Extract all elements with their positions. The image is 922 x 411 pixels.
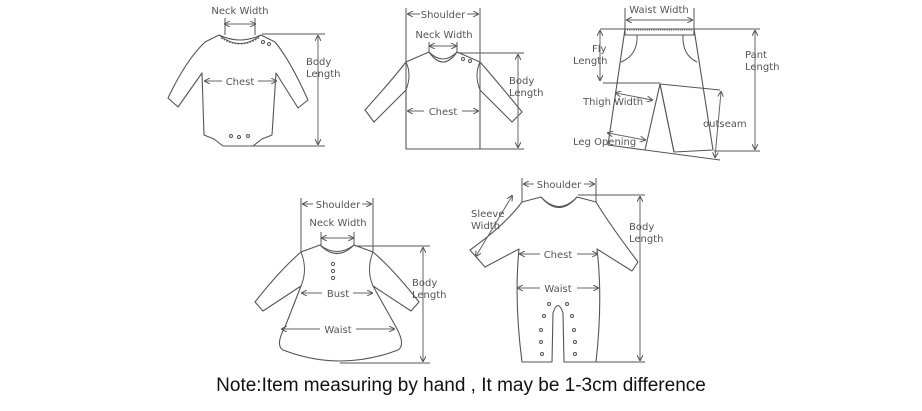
pants-diagram: Waist Width Fly Length Pant Length Thigh… — [573, 5, 780, 161]
waist-width-label: Waist Width — [629, 5, 689, 16]
measurement-note: Note:Item measuring by hand , It may be … — [216, 375, 706, 396]
fly-label: Fly — [592, 44, 607, 55]
top-diagram: Shoulder Neck Width Chest Body Length — [364, 8, 544, 150]
pant-length-label: Length — [745, 62, 780, 73]
dress-diagram: Shoulder Neck Width Bust Waist Body Leng… — [254, 198, 447, 364]
chest-label: Chest — [429, 107, 458, 118]
sleeve-width-label: Width — [471, 221, 500, 232]
length-label: Length — [412, 290, 447, 301]
body-label: Body — [629, 222, 654, 233]
pant-label: Pant — [745, 50, 767, 61]
length-label: Length — [629, 234, 664, 245]
neck-width-label: Neck Width — [309, 218, 366, 229]
waist-label: Waist — [324, 325, 351, 336]
outseam-label: outseam — [703, 119, 747, 130]
neck-width-label: Neck Width — [415, 30, 472, 41]
romper-diagram: Shoulder Sleeve Width Chest Waist Body L… — [469, 178, 664, 363]
length-label: Length — [306, 69, 341, 80]
leg-opening-label: Leg Opening — [573, 137, 636, 148]
neck-width-label: Neck Width — [211, 6, 268, 17]
length-label: Length — [509, 88, 544, 99]
snap-buttons — [539, 302, 577, 356]
fly-length-label: Length — [573, 56, 608, 67]
shoulder-label: Shoulder — [316, 200, 361, 211]
chest-label: Chest — [544, 250, 573, 261]
sleeve-label: Sleeve — [471, 209, 505, 220]
shoulder-label: Shoulder — [537, 180, 582, 191]
bodysuit-diagram: Neck Width Chest Body Length — [167, 6, 341, 147]
waist-label: Waist — [544, 284, 571, 295]
chest-label: Chest — [226, 77, 255, 88]
thigh-width-label: Thigh Width — [582, 97, 643, 108]
body-label: Body — [306, 57, 331, 68]
shoulder-label: Shoulder — [421, 10, 466, 21]
body-label: Body — [509, 76, 534, 87]
bust-label: Bust — [327, 289, 349, 300]
body-label: Body — [412, 278, 437, 289]
